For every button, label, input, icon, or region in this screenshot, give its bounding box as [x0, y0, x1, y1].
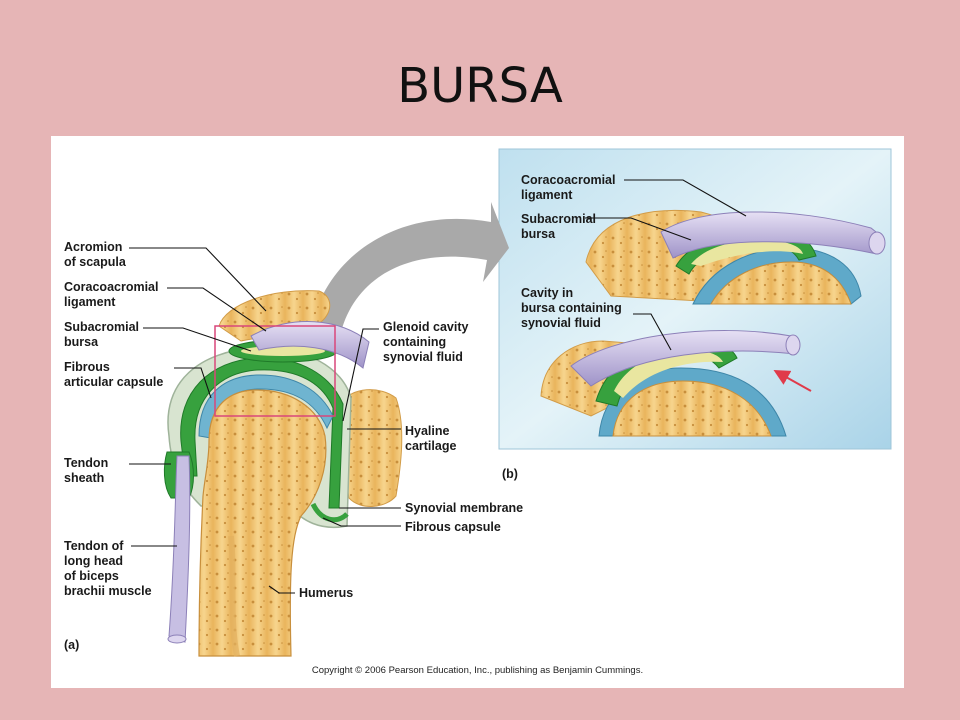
label-humerus: Humerus: [299, 586, 354, 600]
label-subacromial-bursa-b: Subacromial bursa: [521, 212, 597, 241]
panel-label-a: (a): [64, 638, 80, 652]
label-synovial-membrane: Synovial membrane: [405, 501, 524, 515]
panel-a-artwork: [163, 290, 403, 657]
label-coracoacromial-ligament-b: Coracoacromial ligament: [521, 173, 616, 202]
panel-label-b: (b): [502, 467, 518, 481]
label-bursa-cavity: Cavity in bursa containing synovial flui…: [521, 286, 622, 330]
label-fibrous-articular-capsule: Fibrous articular capsule: [64, 360, 164, 389]
label-subacromial-bursa-a: Subacromial bursa: [64, 320, 140, 349]
magnify-arrow: [313, 202, 509, 332]
figure-artwork: [129, 148, 892, 657]
label-tendon-sheath: Tendon sheath: [64, 456, 109, 485]
label-acromion: Acromion of scapula: [64, 240, 126, 269]
copyright-notice: Copyright © 2006 Pearson Education, Inc.…: [311, 665, 644, 676]
label-coracoacromial-ligament-a: Coracoacromial ligament: [64, 280, 159, 309]
label-glenoid-cavity: Glenoid cavity containing synovial fluid: [383, 320, 469, 364]
slide-title: BURSA: [397, 58, 563, 114]
leader-lines: [129, 179, 747, 594]
label-hyaline-cartilage: Hyaline cartilage: [405, 424, 457, 453]
panel-b-artwork: [540, 209, 886, 437]
label-fibrous-capsule: Fibrous capsule: [405, 520, 501, 534]
anatomy-figure: Acromion of scapula Coracoacromial ligam…: [51, 136, 904, 688]
label-biceps-tendon: Tendon of long head of biceps brachii mu…: [64, 539, 152, 598]
